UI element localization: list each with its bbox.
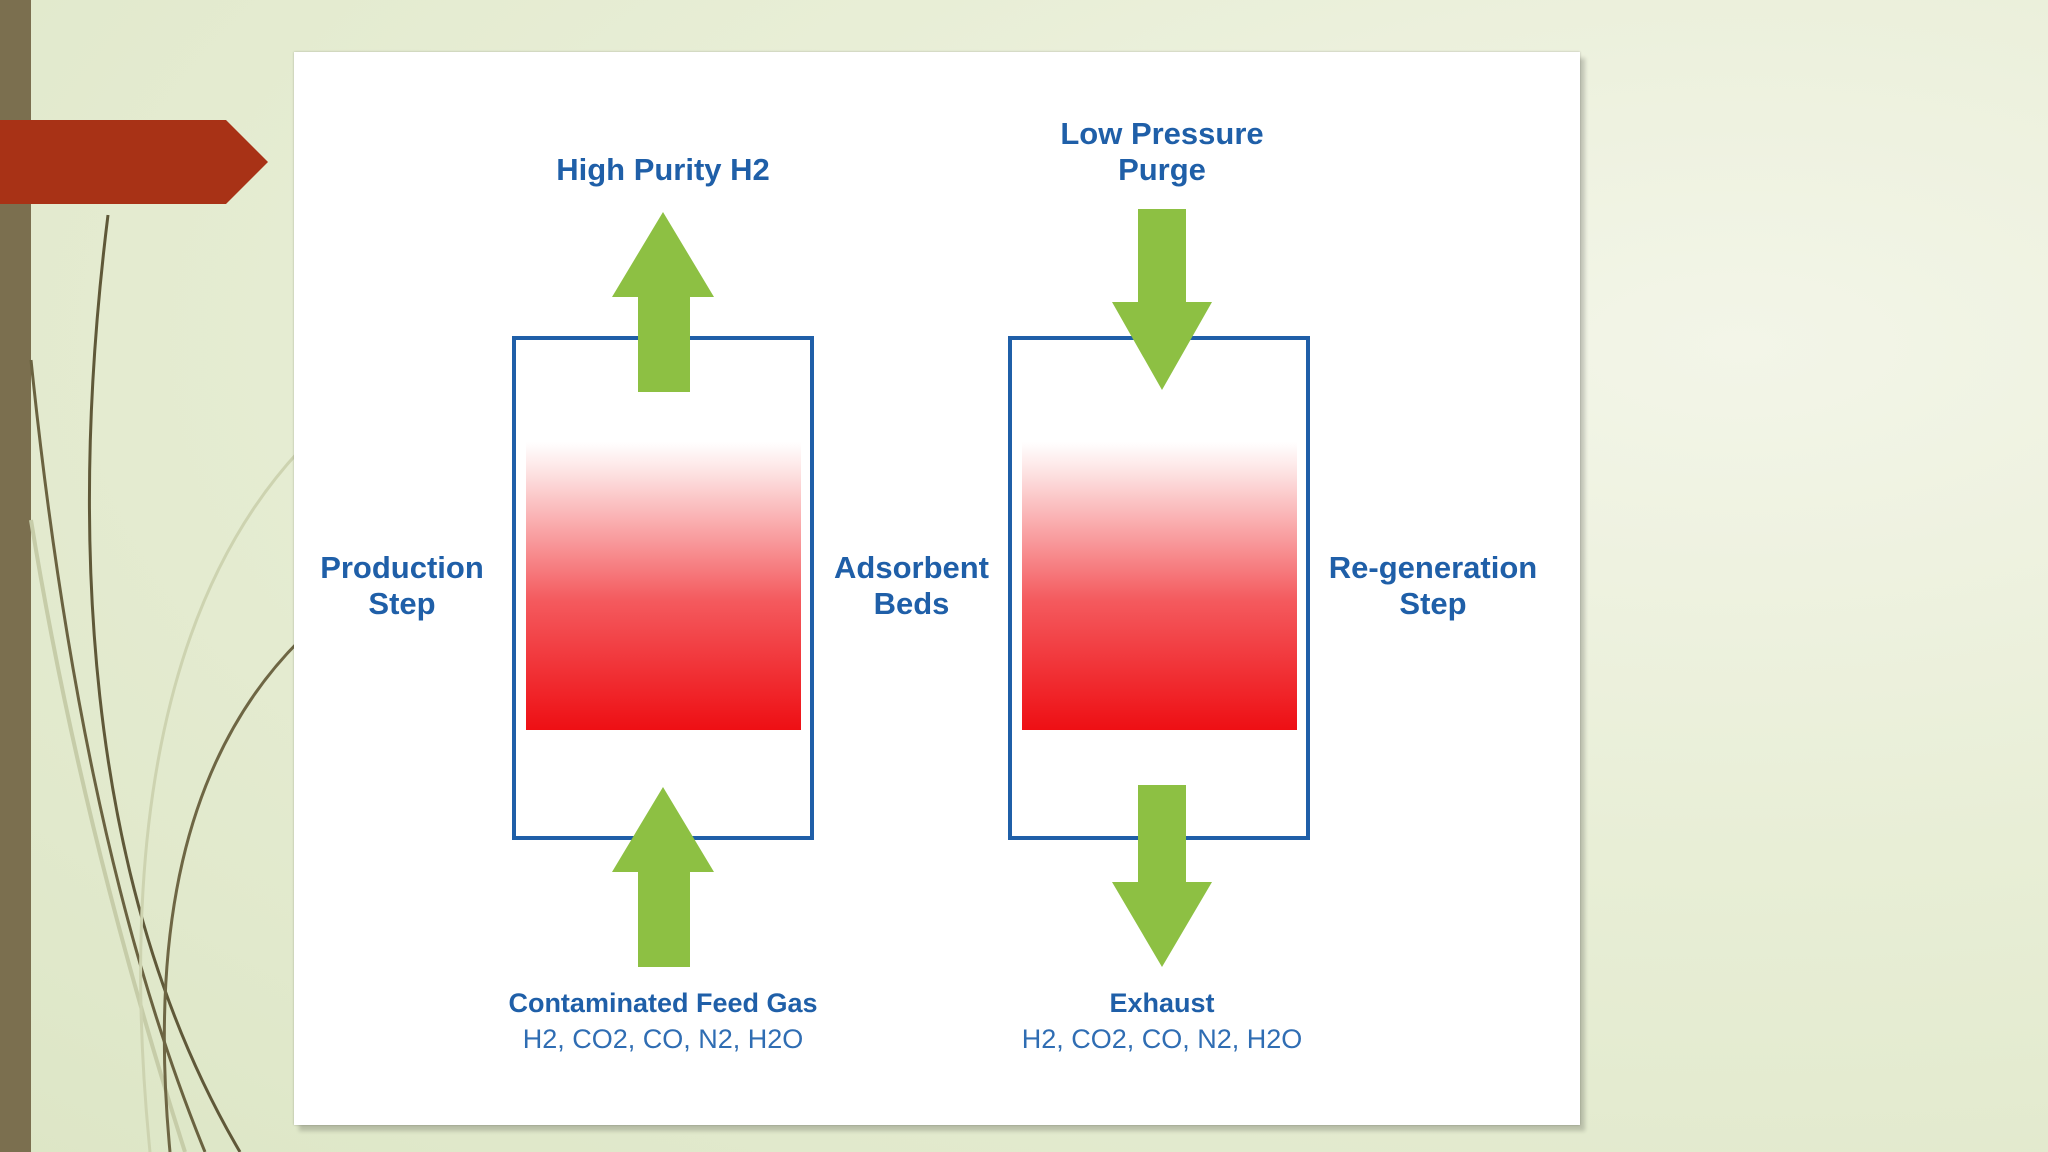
high-purity-up-arrow — [612, 212, 714, 392]
psa-diagram-panel: High Purity H2 Low Pressure Purge Produc… — [294, 52, 1580, 1125]
contaminated-feed-gas-label: Contaminated Feed Gas H2, CO2, CO, N2, H… — [508, 988, 818, 1054]
production-bed-adsorbent — [526, 442, 801, 730]
exhaust-label: Exhaust H2, CO2, CO, N2, H2O — [1021, 988, 1303, 1054]
decorative-swirls — [29, 214, 300, 1152]
high-purity-h2-label: High Purity H2 — [556, 152, 770, 187]
low-pressure-purge-label: Low Pressure Purge — [1060, 116, 1264, 187]
feed-gas-up-arrow — [612, 787, 714, 967]
regeneration-step-label: Re-generation Step — [1328, 550, 1538, 621]
purge-down-arrow — [1112, 209, 1212, 390]
red-pointer-tab — [0, 120, 268, 204]
regeneration-bed-adsorbent — [1022, 442, 1297, 730]
exhaust-down-arrow — [1112, 785, 1212, 967]
adsorbent-beds-label: Adsorbent Beds — [834, 550, 989, 621]
production-step-label: Production Step — [320, 550, 484, 621]
